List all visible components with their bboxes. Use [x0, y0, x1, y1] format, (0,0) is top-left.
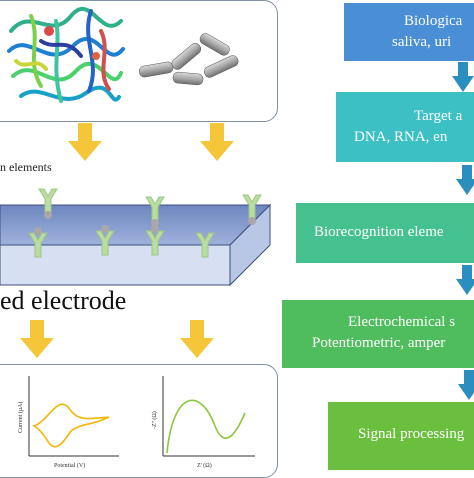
cyclic-voltammogram-plot: Current (μA) Potential (V)	[17, 376, 119, 469]
cv-ylabel: Current (μA)	[17, 402, 24, 433]
down-arrow-icon	[200, 123, 234, 161]
down-arrow-icon	[20, 320, 54, 358]
electrode-label: ed electrode	[0, 286, 127, 315]
down-arrow-icon	[68, 123, 102, 161]
flow-step-line: Biorecognition eleme	[314, 224, 444, 240]
down-arrow-icon	[456, 265, 474, 295]
flow-step-line: saliva, uri	[392, 34, 452, 50]
down-arrow-icon	[458, 370, 474, 400]
flow-step-line: Electrochemical s	[348, 314, 456, 330]
flow-step-target-analyte: Target a DNA, RNA, en	[336, 92, 474, 162]
flow-step-line: Potentiometric, amper	[312, 335, 446, 351]
impedance-plot: -Z'' (Ω) Z' (Ω)	[151, 376, 255, 469]
down-arrow-icon	[456, 165, 474, 195]
recognition-elements-caption: n elements	[0, 160, 52, 174]
bioreceptor-icon	[28, 188, 262, 258]
flow-step-electrochemical: Electrochemical s Potentiometric, amper	[282, 300, 474, 368]
eis-ylabel: -Z'' (Ω)	[151, 411, 158, 429]
eis-xlabel: Z' (Ω)	[197, 462, 212, 469]
flow-step-biorecognition: Biorecognition eleme	[296, 203, 474, 263]
down-arrow-icon	[180, 320, 214, 358]
flow-step-line: Biologica	[404, 13, 463, 29]
biomolecule-panel	[0, 0, 278, 122]
flow-step-line: DNA, RNA, en	[354, 129, 448, 145]
flow-step-line: Target a	[414, 108, 463, 124]
antibody-cylinders-image	[138, 33, 239, 86]
signal-plots-panel: Current (μA) Potential (V) -Z'' (Ω) Z' (…	[0, 364, 278, 478]
electrode-illustration	[0, 188, 272, 287]
flow-step-signal-processing: Signal processing	[328, 402, 474, 470]
down-arrow-icon	[452, 62, 474, 92]
flow-step-biological-sample: Biologica saliva, uri	[344, 3, 474, 61]
cv-xlabel: Potential (V)	[54, 462, 85, 469]
flow-step-line: Signal processing	[358, 426, 465, 442]
protein-structure-image	[7, 6, 125, 103]
